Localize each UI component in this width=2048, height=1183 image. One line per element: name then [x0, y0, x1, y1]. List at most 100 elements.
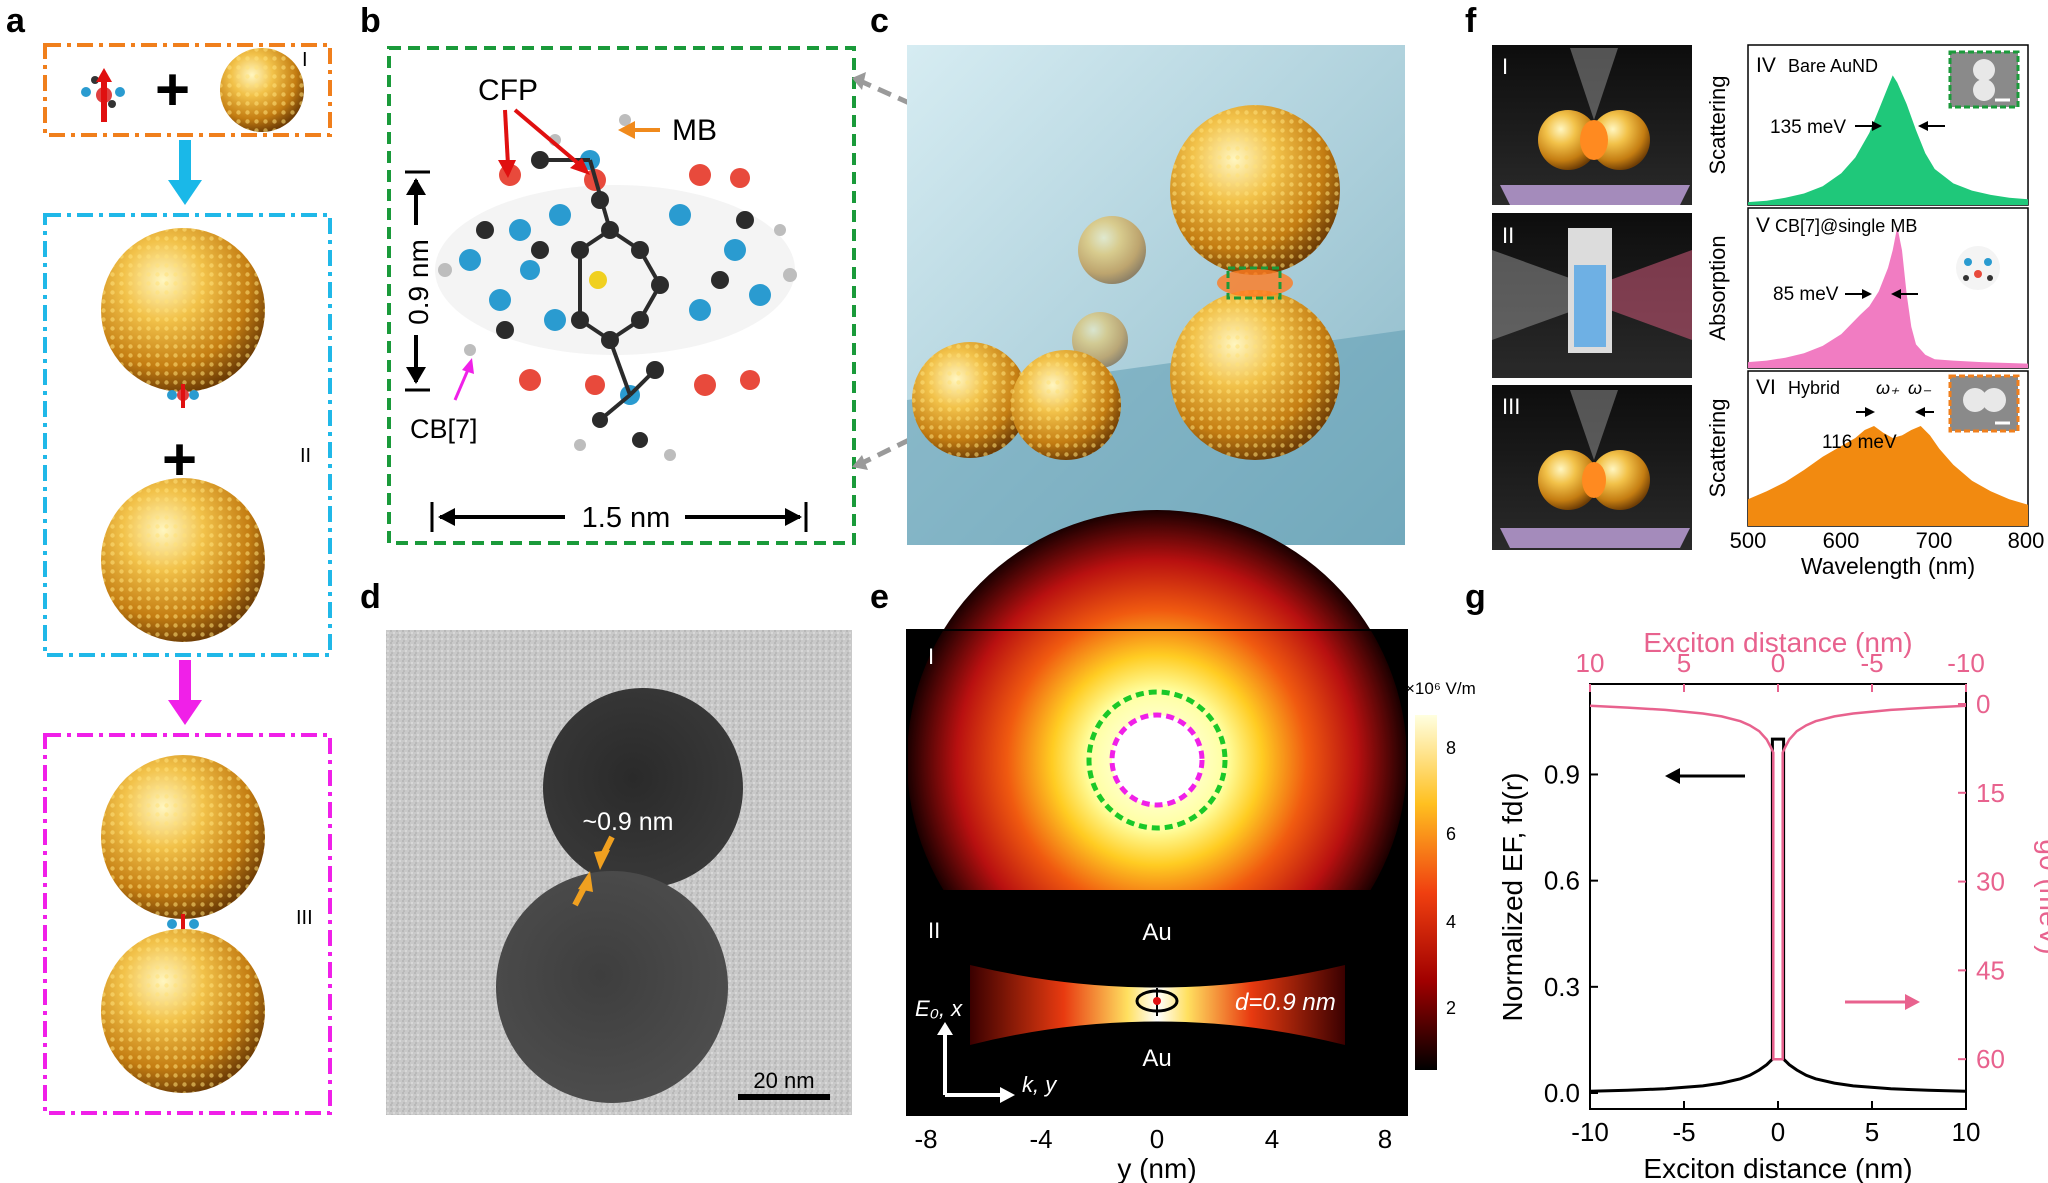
step-ii-box — [43, 213, 332, 657]
scale-label: 20 nm — [753, 1068, 814, 1093]
scheme-roman: I — [1502, 54, 1508, 79]
colorbar-unit: ×10⁶ V/m — [1405, 679, 1476, 698]
cb7-molecule-icon — [167, 384, 199, 408]
top-x-tick: -5 — [1860, 648, 1883, 678]
x-axis-label: Exciton distance (nm) — [1643, 1153, 1912, 1183]
outer-ring — [1086, 689, 1228, 831]
tem-particle-bottom — [496, 871, 728, 1103]
x-tick: 600 — [1823, 528, 1860, 553]
colorbar-tick: 6 — [1446, 824, 1456, 844]
x-tick: -5 — [1672, 1117, 1695, 1147]
height-scale-bar: 0.9 nm — [403, 170, 434, 392]
fwhm-label: 85 meV — [1773, 284, 1839, 305]
gap-distance-label: d=0.9 nm — [1235, 989, 1336, 1016]
cb7-molecule-icon — [1956, 246, 2000, 290]
colorbar-tick: 4 — [1446, 912, 1456, 932]
plus-sign: + — [155, 56, 190, 123]
y-tick: 0.9 — [1544, 759, 1580, 789]
cfp-label: CFP — [478, 74, 538, 107]
cfp-arrow — [503, 109, 510, 166]
top-roman: I — [928, 644, 934, 669]
scheme-roman: II — [1502, 223, 1514, 248]
spectrum-area — [1748, 426, 2028, 526]
panel-b: CFP MB 0.9 nm CB[7] 1.5 nm — [387, 46, 1217, 545]
au-bottom-label: Au — [1142, 1045, 1171, 1072]
x-tick: 0 — [1771, 1117, 1785, 1147]
x-axis-label: Wavelength (nm) — [1801, 553, 1975, 579]
top-x-tick: -10 — [1947, 648, 1985, 678]
y-label: Absorption — [1705, 235, 1730, 340]
plot-frame — [1589, 683, 1967, 1110]
right-y-tick: 60 — [1976, 1044, 2005, 1074]
spectrum-vi: VI Hybrid ω₊ ω₋ 116 meV Scattering — [1705, 370, 2029, 527]
mb-label: MB — [672, 114, 717, 147]
spectrum-title: Bare AuND — [1788, 56, 1878, 76]
top-x-axis-label: Exciton distance (nm) — [1643, 627, 1912, 658]
spectrum-area — [1748, 226, 2028, 368]
x-tick: 800 — [2008, 528, 2045, 553]
cb7-molecule-icon — [68, 68, 138, 122]
tem-particle-top — [543, 688, 743, 888]
scheme-roman: III — [1502, 394, 1520, 419]
panel-letter-g: g — [1465, 578, 1486, 616]
x-tick: 5 — [1865, 1117, 1879, 1147]
k-label: k, y — [1022, 1072, 1058, 1097]
y-label: Scattering — [1705, 75, 1730, 174]
scale-bar — [738, 1094, 830, 1100]
x-tick: -4 — [1029, 1124, 1052, 1154]
spectrum-iv: IV Bare AuND 135 meV Scattering — [1705, 44, 2029, 206]
zoom-line-top — [856, 77, 1217, 243]
e0-label: E₀, x — [915, 996, 963, 1021]
colorbar-tick: 2 — [1446, 998, 1456, 1018]
gap-zoom-box — [1226, 266, 1282, 300]
right-y-axis-label: g0 (meV) — [2034, 839, 2048, 954]
gap-label: ~0.9 nm — [582, 808, 673, 836]
x-axis-label: y (nm) — [1117, 1153, 1196, 1183]
cb7-label: CB[7] — [410, 414, 478, 444]
fwhm-label: 135 meV — [1770, 117, 1846, 138]
right-y-tick: 15 — [1976, 778, 2005, 808]
colorbar — [1415, 715, 1437, 1070]
x-tick: -8 — [914, 1124, 937, 1154]
panel-e: I II Au Au d=0.9 nm E₀, x k, y ×10⁶ V/m … — [906, 510, 1476, 1183]
coupling-curve — [1589, 704, 1967, 1061]
spectrum-title: CB[7]@single MB — [1775, 216, 1917, 236]
right-y-tick: 0 — [1976, 689, 1990, 719]
panel-a: + I + II III — [43, 43, 332, 1115]
panel-d: ~0.9 nm 20 nm — [386, 630, 852, 1115]
height-label: 0.9 nm — [403, 239, 434, 325]
ef-curve — [1589, 737, 1967, 1093]
top-x-tick: 0 — [1771, 648, 1785, 678]
inner-ring — [1109, 712, 1205, 808]
omega-minus-label: ω₋ — [1908, 378, 1932, 398]
y-tick: 0.6 — [1544, 866, 1580, 896]
panel-f-spectra: IV Bare AuND 135 meV Scattering V CB[7]@… — [1705, 44, 2045, 579]
panel-letter-c: c — [870, 2, 889, 40]
splitting-label: 116 meV — [1822, 432, 1897, 453]
step-ii-label: II — [300, 445, 311, 467]
panel-f-schemes: I II III — [1492, 45, 1692, 550]
spectrum-title: Hybrid — [1788, 378, 1840, 398]
bottom-roman: II — [928, 918, 940, 943]
spectrum-roman: VI — [1756, 376, 1776, 399]
x-tick: 700 — [1916, 528, 1953, 553]
au-top-label: Au — [1142, 919, 1171, 946]
panel-letter-d: d — [360, 578, 381, 616]
top-x-tick: 10 — [1576, 648, 1605, 678]
width-label: 1.5 nm — [582, 502, 671, 534]
step-i-label: I — [302, 49, 308, 71]
x-tick: 10 — [1952, 1117, 1981, 1147]
molecule-structure — [435, 114, 797, 461]
top-x-tick: 5 — [1677, 648, 1691, 678]
x-tick: 8 — [1378, 1124, 1392, 1154]
spectrum-v: V CB[7]@single MB 85 meV Absorption — [1705, 207, 2029, 369]
step-iii-label: III — [296, 907, 313, 929]
y-label: Scattering — [1705, 398, 1730, 497]
step-i-box — [43, 43, 332, 137]
omega-plus-label: ω₊ — [1876, 378, 1900, 398]
step-iii-box — [43, 733, 332, 1115]
panel-letter-a: a — [6, 2, 26, 40]
x-tick: 4 — [1265, 1124, 1279, 1154]
